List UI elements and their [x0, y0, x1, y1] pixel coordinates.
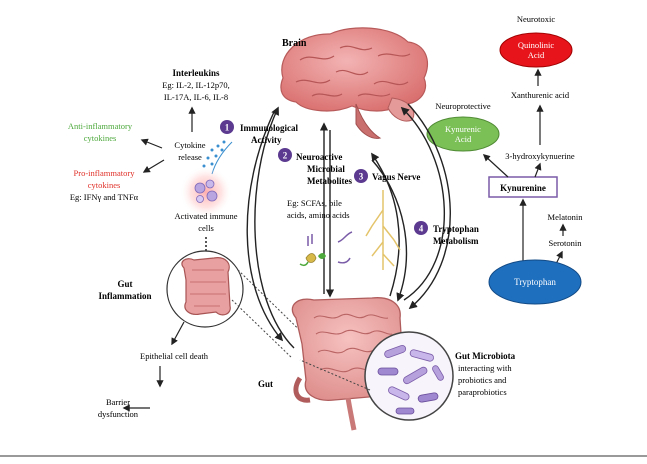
gut-microbiota-line-1: interacting with — [458, 363, 512, 373]
kynurenic-acid-label-1: Kynurenic — [445, 124, 481, 134]
pathway-3-badge — [354, 169, 368, 183]
pro-inflammatory-label-2: cytokines — [88, 180, 121, 190]
pathway-1-number: 1 — [225, 123, 230, 133]
activated-cells-label-1: Activated immune — [174, 211, 237, 221]
pathway-2-label-3: Metabolites — [307, 176, 352, 186]
gut-inflammation-label-2: Inflammation — [98, 291, 151, 301]
vagus-nerve — [365, 190, 401, 270]
pathway-2-badge — [278, 148, 292, 162]
immune-cells-glow — [180, 166, 232, 218]
arrow-release-to-anti — [140, 138, 163, 149]
arrow-kynurenine-to-hydroxy — [534, 162, 542, 178]
arrow-vagus-down — [371, 159, 408, 302]
interleukins-examples-2: IL-17A, IL-6, IL-8 — [164, 92, 228, 102]
pathway-4-label-1: Tryptophan — [433, 224, 479, 234]
anti-inflammatory-label-2: cytokines — [84, 133, 117, 143]
gut-microbiota-line-3: paraprobiotics — [458, 387, 507, 397]
quinolinic-acid-label-1: Quinolinic — [518, 40, 555, 50]
barrier-label-1: Barrier — [106, 397, 130, 407]
pro-inflammatory-label-1: Pro-inflammatory — [74, 168, 136, 178]
pathway-4: 4 Tryptophan Metabolism — [414, 221, 479, 246]
anti-inflammatory-label-1: Anti-inflammatory — [68, 121, 133, 131]
arrow-kynurenine-to-kynurenic — [482, 154, 509, 178]
kynurenic-acid-node — [426, 116, 500, 152]
melatonin-label: Melatonin — [548, 212, 584, 222]
pathway-4-label-2: Metabolism — [433, 236, 479, 246]
dotted-link-colon-gut — [231, 299, 293, 359]
quinolinic-acid-node — [499, 32, 573, 68]
gut-inflammation-label-1: Gut — [117, 279, 132, 289]
gut-microbiota-title: Gut Microbiota — [455, 351, 516, 361]
pathway-4-badge — [414, 221, 428, 235]
pathway-1-label-1: Immunological — [240, 123, 299, 133]
serotonin-label: Serotonin — [548, 238, 582, 248]
interleukins-title: Interleukins — [172, 68, 220, 78]
pathway-2-label-1: Neuroactive — [296, 152, 342, 162]
pathway-2: 2 Neuroactive Microbial Metabolites — [278, 148, 352, 186]
tryptophan-label: Tryptophan — [514, 277, 556, 287]
epithelial-death-label: Epithelial cell death — [140, 351, 209, 361]
pathway-1-label-2: Activity — [251, 135, 282, 145]
arrow-colon-to-epithelial — [171, 321, 185, 346]
brain-label: Brain — [282, 38, 307, 49]
microbiota-magnifier — [364, 331, 454, 421]
arrow-release-to-pro — [142, 159, 165, 173]
pathway-1-badge — [220, 120, 234, 134]
kynurenine-node — [488, 176, 558, 198]
neurotoxic-label: Neurotoxic — [517, 14, 555, 24]
pathway-2-number: 2 — [283, 151, 288, 161]
pathway-3: 3 Vagus Nerve — [354, 169, 420, 183]
tryptophan-node — [488, 259, 582, 305]
tryptophan-pathway-panel: Neurotoxic Quinolinic Acid Xanthurenic a… — [426, 14, 584, 305]
arrow-immunological — [254, 106, 295, 349]
pathway-1: 1 Immunological Activity — [220, 120, 299, 145]
quinolinic-acid-label-2: Acid — [528, 50, 545, 60]
gut-microbiota-line-2: probiotics and — [458, 375, 507, 385]
interleukins-examples-1: Eg: IL-2, IL-12p70, — [162, 80, 230, 90]
xanthurenic-acid-label: Xanthurenic acid — [511, 90, 570, 100]
metabolite-molecules — [299, 231, 353, 267]
kynurenine-label: Kynurenine — [500, 183, 546, 193]
arrow-tryptophan-to-serotonin — [555, 250, 563, 265]
arrow-vagus-up — [371, 152, 400, 297]
inflamed-colon — [166, 250, 244, 328]
pathway-3-number: 3 — [359, 172, 364, 182]
arrow-immunological-return — [246, 111, 284, 342]
neuroprotective-label: Neuroprotective — [435, 101, 490, 111]
arrow-tryptophan-up — [400, 106, 445, 301]
metabolites-examples-2: acids, amino acids — [287, 210, 350, 220]
pathway-4-number: 4 — [419, 224, 424, 234]
kynurenic-acid-label-2: Acid — [455, 134, 472, 144]
gut-label: Gut — [258, 379, 273, 389]
metabolites-examples-1: Eg: SCFAs, bile — [287, 198, 342, 208]
dotted-link-gut-microbiota — [299, 359, 371, 391]
hydroxykynurenine-label: 3-hydroxykynuerine — [505, 151, 575, 161]
arrow-tryptophan-down — [407, 103, 451, 310]
pathway-2-label-2: Microbial — [307, 164, 345, 174]
pathway-3-label-1: Vagus Nerve — [372, 172, 420, 182]
barrier-label-2: dysfunction — [98, 409, 139, 419]
activated-cells-label-2: cells — [198, 223, 214, 233]
pro-inflammatory-examples: Eg: IFNγ and TNFα — [70, 192, 139, 202]
cytokine-release-label-1: Cytokine — [174, 140, 205, 150]
brain-illustration — [280, 27, 429, 139]
cytokine-release-label-2: release — [178, 152, 202, 162]
